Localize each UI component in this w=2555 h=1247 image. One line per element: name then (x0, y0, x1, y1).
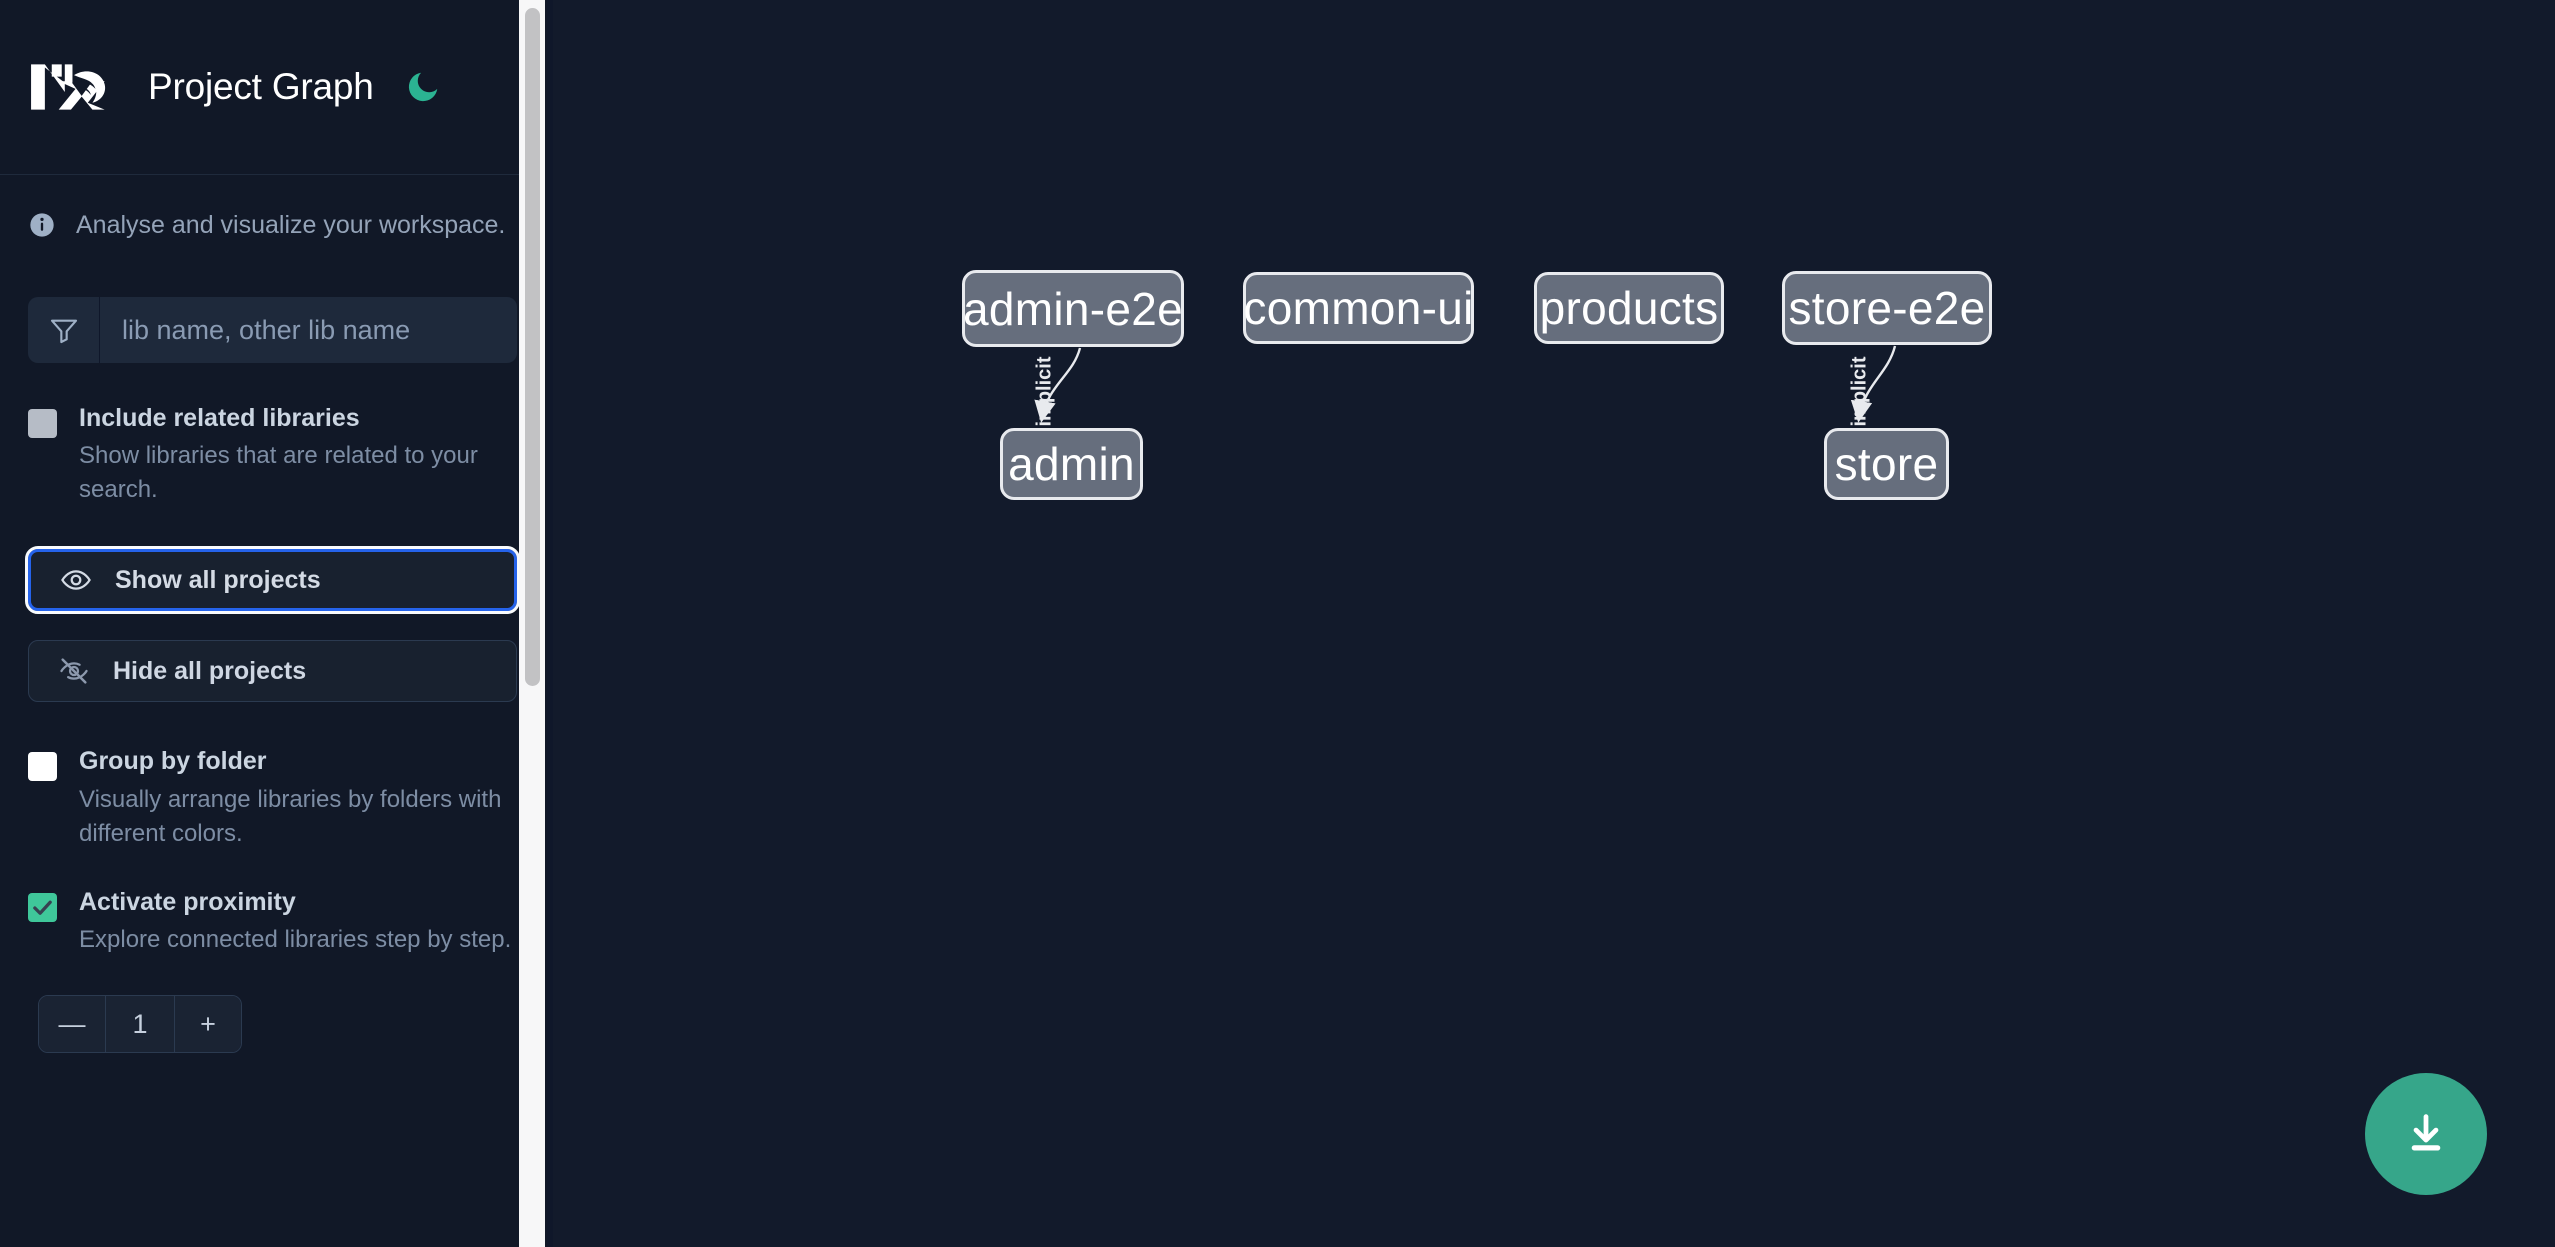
funnel-icon (28, 297, 100, 363)
info-icon (28, 211, 56, 239)
graph-node-admin-e2e[interactable]: admin-e2e (962, 270, 1184, 347)
option-description: Show libraries that are related to your … (79, 442, 478, 504)
option-activate-proximity[interactable]: Activate proximity Explore connected lib… (0, 887, 545, 957)
project-graph-canvas[interactable]: admin-e2e common-ui products store-e2e a… (553, 0, 2555, 1247)
graph-node-common-ui[interactable]: common-ui (1243, 272, 1474, 344)
graph-node-label: store-e2e (1788, 282, 1986, 334)
graph-node-store-e2e[interactable]: store-e2e (1782, 271, 1992, 345)
graph-node-label: store (1834, 438, 1939, 490)
moon-icon[interactable] (402, 66, 444, 108)
page-title: Project Graph (148, 66, 374, 107)
filter-section (0, 297, 545, 363)
graph-edge-label-store: implicit (1848, 356, 1871, 427)
show-all-projects-label: Show all projects (115, 565, 321, 594)
filter-box[interactable] (28, 297, 517, 363)
graph-node-store[interactable]: store (1824, 428, 1949, 500)
option-label: Group by folder (79, 747, 267, 776)
increment-button[interactable]: + (174, 996, 241, 1053)
option-group-by-folder[interactable]: Group by folder Visually arrange librari… (0, 746, 545, 850)
option-description: Explore connected libraries step by step… (79, 926, 512, 954)
graph-node-label: admin (1008, 438, 1135, 490)
workspace-info-text: Analyse and visualize your workspace. (76, 210, 506, 239)
decrement-button[interactable]: — (39, 996, 106, 1053)
workspace-info: Analyse and visualize your workspace. (0, 175, 545, 275)
sidebar-header: Project Graph (0, 0, 545, 175)
include-related-libraries-checkbox[interactable] (28, 409, 57, 438)
download-icon (2411, 1114, 2441, 1151)
option-label: Include related libraries (79, 404, 360, 432)
sidebar-content: Project Graph Analyse and visualize your… (0, 0, 545, 1247)
graph-node-label: admin-e2e (962, 282, 1184, 335)
graph-node-products[interactable]: products (1534, 272, 1724, 344)
graph-edges-layer (1034, 345, 1897, 423)
graph-node-admin[interactable]: admin (1000, 428, 1143, 500)
activate-proximity-checkbox[interactable] (28, 892, 57, 922)
sidebar-scrollbar-track[interactable] (519, 0, 545, 1247)
graph-node-label: common-ui (1243, 282, 1474, 334)
download-button[interactable] (2365, 1073, 2487, 1195)
option-include-related-libraries[interactable]: Include related libraries Show libraries… (0, 403, 545, 507)
graph-edge-label-admin: implicit (1033, 356, 1056, 427)
eye-icon (59, 563, 93, 597)
eye-slash-icon (57, 654, 91, 688)
hide-all-projects-button[interactable]: Hide all projects (28, 640, 517, 703)
proximity-stepper[interactable]: — 1 + (38, 995, 242, 1054)
option-label: Activate proximity (79, 887, 296, 916)
sidebar-divider (547, 0, 553, 1247)
show-all-projects-button[interactable]: Show all projects (25, 546, 520, 615)
group-by-folder-checkbox[interactable] (28, 752, 57, 782)
stepper-value: 1 (106, 996, 174, 1053)
graph-node-label: products (1539, 282, 1719, 334)
search-input[interactable] (100, 297, 517, 363)
sidebar-scrollbar-thumb[interactable] (525, 8, 540, 686)
hide-all-projects-label: Hide all projects (113, 656, 307, 685)
nx-logo (28, 58, 120, 116)
sidebar: Project Graph Analyse and visualize your… (0, 0, 553, 1247)
option-description: Visually arrange libraries by folders wi… (79, 785, 502, 847)
